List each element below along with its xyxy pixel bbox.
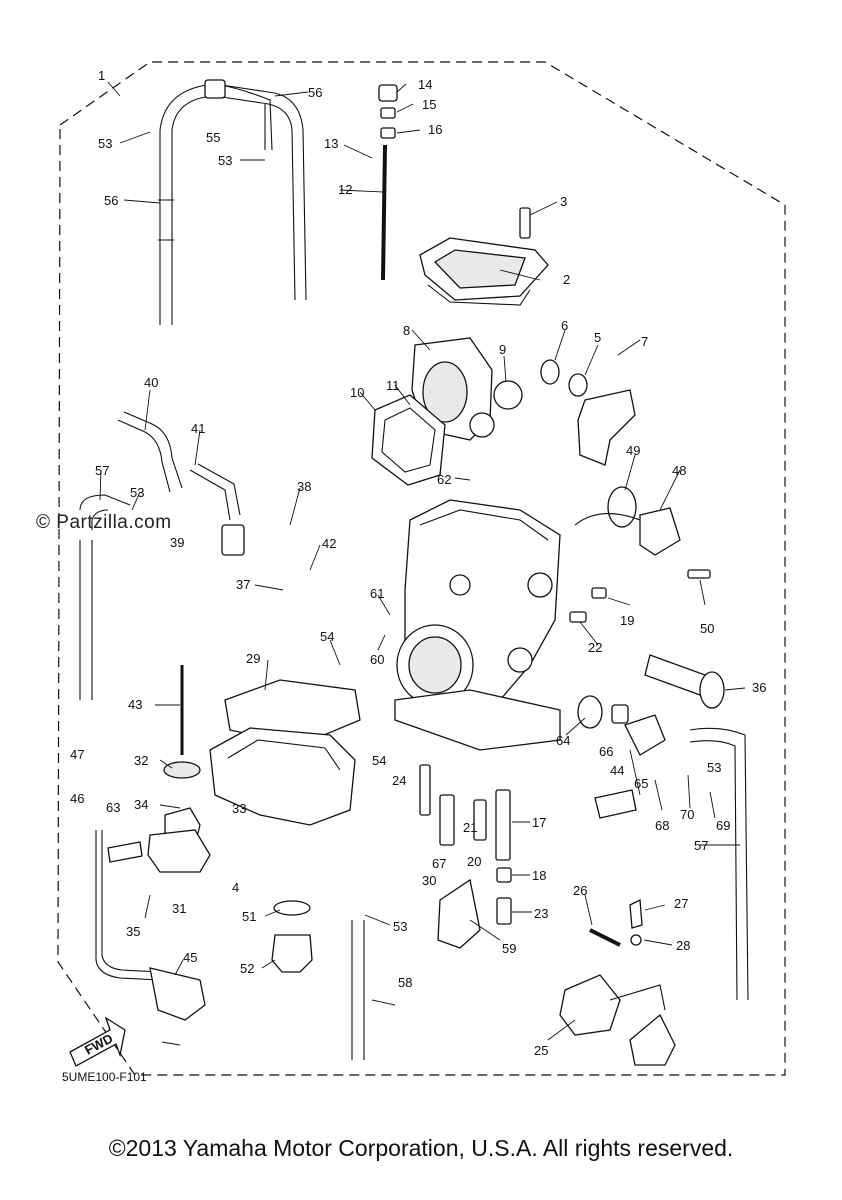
callout-58: 58 — [398, 975, 412, 990]
callout-42: 42 — [322, 536, 336, 551]
callout-45: 45 — [183, 950, 197, 965]
callout-56-b: 56 — [104, 193, 118, 208]
callout-53-b: 53 — [218, 153, 232, 168]
throttle-stop-screw — [569, 587, 725, 819]
callout-27: 27 — [674, 896, 688, 911]
callout-56: 56 — [308, 85, 322, 100]
callout-22: 22 — [588, 640, 602, 655]
callout-44: 44 — [610, 763, 624, 778]
callout-18: 18 — [532, 868, 546, 883]
callout-15: 15 — [422, 97, 436, 112]
callout-3: 3 — [560, 194, 567, 209]
callout-30: 30 — [422, 873, 436, 888]
callout-51: 51 — [242, 909, 256, 924]
callout-59: 59 — [502, 941, 516, 956]
callout-8: 8 — [403, 323, 410, 338]
callout-65: 65 — [634, 776, 648, 791]
callout-57: 57 — [95, 463, 109, 478]
copyright-notice: ©2013 Yamaha Motor Corporation, U.S.A. A… — [108, 1135, 734, 1161]
callout-68: 68 — [655, 818, 669, 833]
partzilla-watermark: © Partzilla.com — [36, 512, 172, 533]
leader-lines — [99, 81, 746, 1046]
throttle-position-sensor — [95, 830, 206, 1021]
callout-12: 12 — [338, 182, 352, 197]
callout-11: 11 — [386, 378, 400, 393]
callout-67: 67 — [432, 856, 446, 871]
callout-5: 5 — [594, 330, 601, 345]
callout-37: 37 — [236, 577, 250, 592]
jet-needle — [378, 84, 398, 281]
callout-43: 43 — [128, 697, 142, 712]
callout-31: 31 — [172, 901, 186, 916]
callout-53-d: 53 — [707, 760, 721, 775]
carburetor-body — [394, 499, 561, 751]
assembly-boundary — [57, 61, 786, 1076]
callout-48: 48 — [672, 463, 686, 478]
hoses-left — [79, 411, 749, 1060]
callout-41: 41 — [191, 421, 205, 436]
callout-26: 26 — [573, 883, 587, 898]
callout-14: 14 — [418, 77, 432, 92]
vent-hoses-upper — [158, 79, 307, 325]
callout-9: 9 — [499, 342, 506, 357]
callout-63: 63 — [106, 800, 120, 815]
callout-labels: 1 2 3 4 5 6 7 8 9 10 11 12 13 14 15 16 1… — [70, 68, 766, 1058]
callout-25: 25 — [534, 1043, 548, 1058]
hot-starter — [574, 486, 711, 579]
callout-2: 2 — [563, 272, 570, 287]
callout-46: 46 — [70, 791, 84, 806]
callout-13: 13 — [324, 136, 338, 151]
callout-4: 4 — [232, 880, 239, 895]
throttle-valve — [371, 337, 523, 486]
callout-34: 34 — [134, 797, 148, 812]
jets-and-nozzles — [419, 764, 643, 949]
callout-35: 35 — [126, 924, 140, 939]
callout-64: 64 — [556, 733, 570, 748]
callout-24: 24 — [392, 773, 406, 788]
callout-19: 19 — [620, 613, 634, 628]
callout-28: 28 — [676, 938, 690, 953]
callout-54-b: 54 — [372, 753, 386, 768]
drain-plug — [271, 900, 313, 973]
callout-40: 40 — [144, 375, 158, 390]
callout-33: 33 — [232, 801, 246, 816]
callout-55: 55 — [206, 130, 220, 145]
callout-38: 38 — [297, 479, 311, 494]
fwd-arrow: FWD — [69, 1016, 126, 1067]
callout-47: 47 — [70, 747, 84, 762]
callout-62: 62 — [437, 472, 451, 487]
callout-6: 6 — [561, 318, 568, 333]
callout-1: 1 — [98, 68, 105, 83]
callout-16: 16 — [428, 122, 442, 137]
callout-54: 54 — [320, 629, 334, 644]
callout-10: 10 — [350, 385, 364, 400]
callout-53-e: 53 — [393, 919, 407, 934]
drawing-code: 5UME100-F101 — [62, 1070, 147, 1084]
callout-23: 23 — [534, 906, 548, 921]
callout-61: 61 — [370, 586, 384, 601]
callout-69: 69 — [716, 818, 730, 833]
callout-50: 50 — [700, 621, 714, 636]
callout-32: 32 — [134, 753, 148, 768]
accelerator-pump-cover — [559, 974, 676, 1066]
callout-17: 17 — [532, 815, 546, 830]
callout-36: 36 — [752, 680, 766, 695]
top-cover — [419, 207, 549, 306]
callout-70: 70 — [680, 807, 694, 822]
callout-29: 29 — [246, 651, 260, 666]
callout-53: 53 — [98, 136, 112, 151]
callout-52: 52 — [240, 961, 254, 976]
callout-57-b: 57 — [694, 838, 708, 853]
callout-39: 39 — [170, 535, 184, 550]
callout-20: 20 — [467, 854, 481, 869]
callout-7: 7 — [641, 334, 648, 349]
callout-60: 60 — [370, 652, 384, 667]
callout-21: 21 — [463, 820, 477, 835]
callout-53-c: 53 — [130, 485, 144, 500]
callout-49: 49 — [626, 443, 640, 458]
link-lever-set — [540, 359, 636, 466]
callout-66: 66 — [599, 744, 613, 759]
float-bowl — [107, 665, 361, 873]
